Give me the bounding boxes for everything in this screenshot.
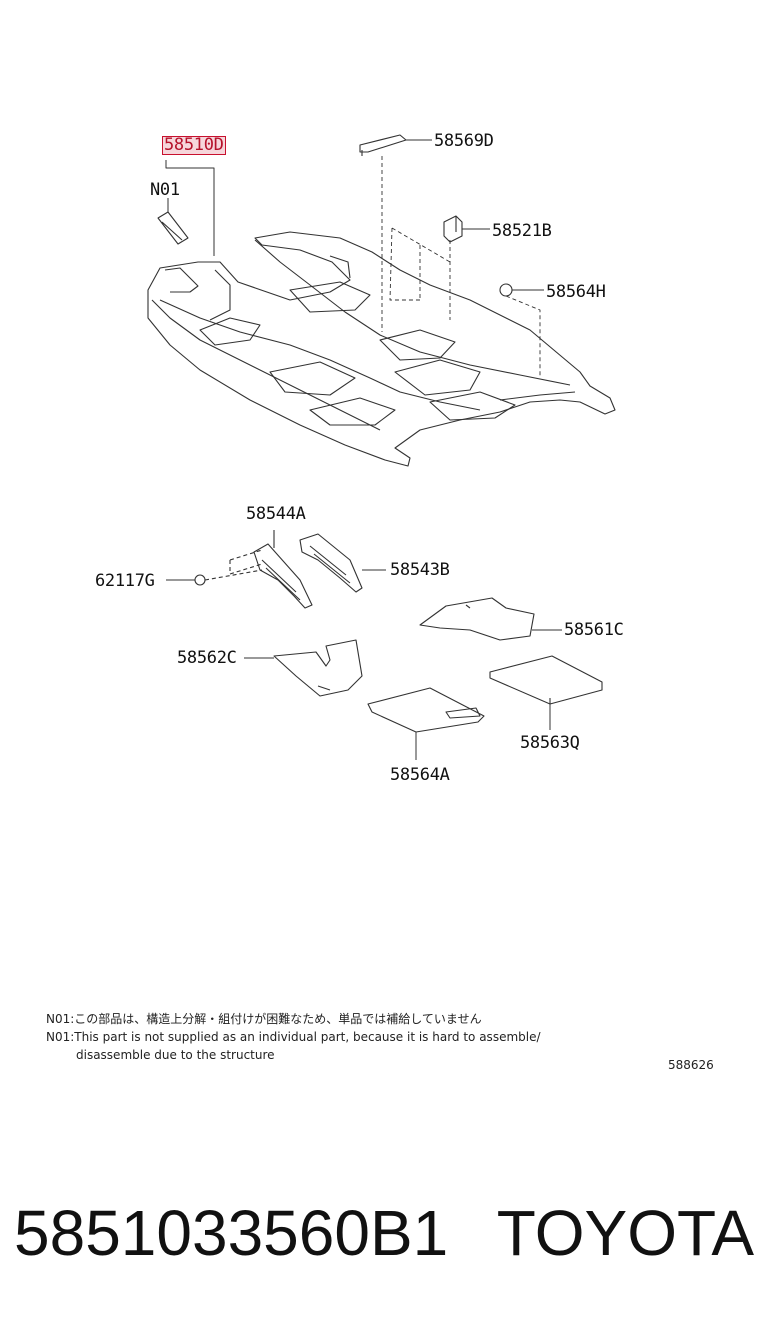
callout-58521B[interactable]: 58521B [492,221,552,241]
callout-58543B[interactable]: 58543B [390,560,450,580]
note-english-line1: N01:This part is not supplied as an indi… [46,1030,541,1044]
part-58563Q-drawing [489,655,603,705]
callout-58564H[interactable]: 58564H [546,282,606,302]
bracket-assembly-drawing [166,530,386,609]
callout-62117G[interactable]: 62117G [95,571,155,591]
brand-name: TOYOTA [496,1197,754,1269]
part-N01-drawing [157,211,189,245]
diagram-reference-number: 588626 [668,1058,714,1072]
callout-58561C[interactable]: 58561C [564,620,624,640]
floor-carpet-drawing [147,231,616,467]
callout-58562C[interactable]: 58562C [177,648,237,668]
note-japanese: N01:この部品は、構造上分解・組付けが困難なため、単品では補給していません [46,1012,482,1026]
part-58569D-drawing [359,134,407,156]
callout-58563Q[interactable]: 58563Q [520,733,580,753]
part-58562C-drawing [273,639,363,697]
callout-N01: N01 [150,180,180,200]
parts-diagram [147,134,616,760]
part-58564H-drawing [499,283,513,297]
callout-58544A[interactable]: 58544A [246,504,306,524]
part-58521B-drawing [443,215,463,243]
part-58564A-drawing [367,687,485,733]
note-english-line2: disassemble due to the structure [76,1048,275,1062]
footer: 5851033560B1 TOYOTA [14,1196,754,1276]
callout-58564A[interactable]: 58564A [390,765,450,785]
callout-58510D[interactable]: 58510D [162,135,226,155]
part-number: 5851033560B1 [14,1197,449,1269]
part-58561C-drawing [419,597,535,641]
callout-58569D[interactable]: 58569D [434,131,494,151]
